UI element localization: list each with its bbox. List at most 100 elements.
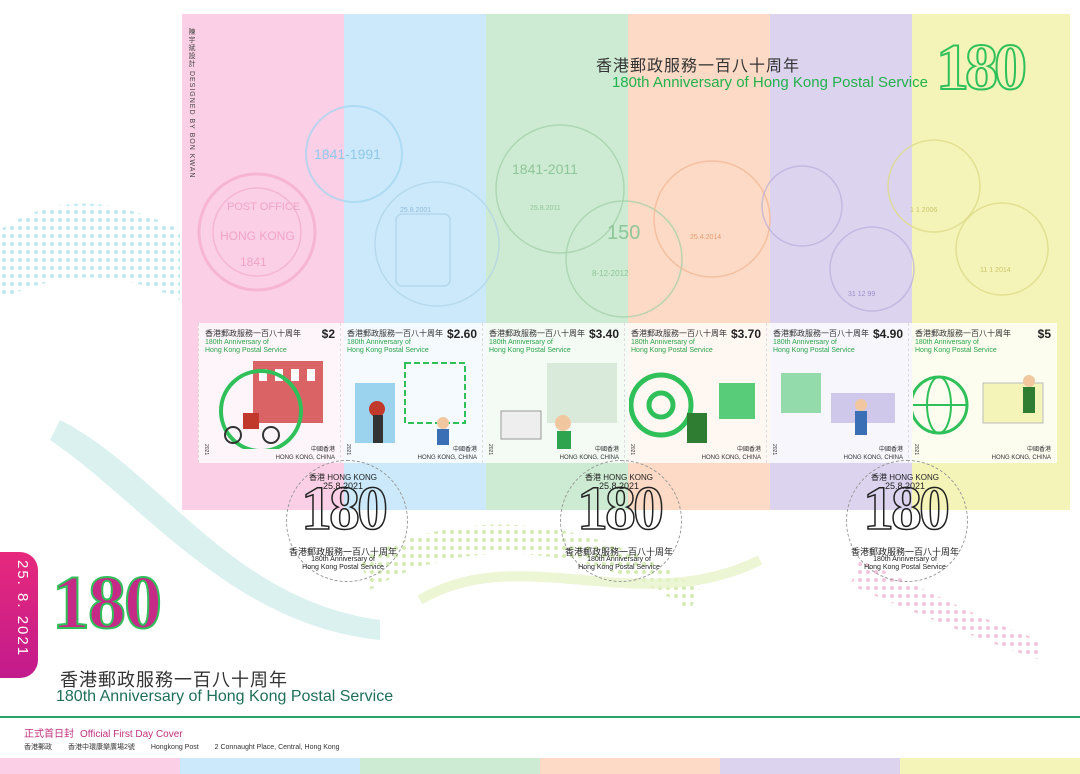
postmark-date: 25.8.2021 (598, 481, 640, 491)
postmark-ring (846, 460, 968, 582)
stamp-value: $3.40 (588, 327, 619, 341)
postmark-ring (560, 460, 682, 582)
stamp-footer-en: HONG KONG, CHINA (991, 455, 1051, 461)
stamp-footer-en: HONG KONG, CHINA (417, 455, 477, 461)
postmark-title-en-2: Hong Kong Postal Service (578, 564, 660, 571)
cover-title-en: 180th Anniversary of Hong Kong Postal Se… (56, 688, 394, 705)
footer-divider (0, 716, 1080, 718)
stamp-title-zh: 香港郵政服務一百八十周年 (347, 329, 443, 338)
bg-mark-hong-kong: HONG KONG (220, 229, 295, 243)
stamp-illustration-counter (781, 373, 895, 435)
footer-strip-orange (540, 758, 720, 774)
bg-mark-date-2006: 1 1 2006 (910, 207, 937, 214)
cover-title-zh: 香港郵政服務一百八十周年 (60, 670, 288, 690)
postmark-title-zh: 香港郵政服務一百八十周年 (850, 547, 959, 557)
stamp-value: $5 (1037, 327, 1051, 341)
address-line: 香港郵政 香港中環康樂廣場2號 Hongkong Post 2 Connaugh… (24, 742, 354, 752)
stamp-value: $2.60 (446, 327, 477, 341)
stamp-footer-zh: 中國香港 (452, 447, 477, 453)
stamp-title-zh: 香港郵政服務一百八十周年 (205, 329, 301, 338)
stamp-illustration-postbox (355, 362, 466, 445)
postmark-title-en-2: Hong Kong Postal Service (864, 564, 946, 571)
postmark-ring (286, 460, 408, 582)
date-tab (0, 552, 38, 678)
bg-mark-date-2014b: 11 1 2014 (980, 267, 1011, 274)
address-en: 2 Connaught Place, Central, Hong Kong (214, 744, 340, 751)
stamp-footer-zh: 中國香港 (736, 447, 761, 453)
stamp-year: 2021 (345, 443, 351, 455)
stamp-value: $2 (321, 327, 335, 341)
postmark-date: 25.8.2021 (884, 481, 926, 491)
fdc-label: 正式首日封 Official First Day Cover (24, 725, 183, 740)
stamp-year: 2021 (629, 443, 635, 455)
stamp-footer-zh: 中國香港 (310, 447, 335, 453)
footer-strip-green (360, 758, 540, 774)
postmark-title-en-1: 180th Anniversary of (311, 556, 375, 563)
bg-mark-date-99: 31 12 99 (848, 291, 875, 298)
footer-strip-pink (0, 758, 180, 774)
stamp-year: 2021 (203, 443, 209, 455)
sheet-title-en: 180th Anniversary of Hong Kong Postal Se… (611, 74, 928, 91)
bg-mark-150: 150 (607, 222, 640, 244)
stamp-footer-zh: 中國香港 (594, 447, 619, 453)
postmark-title-en-2: Hong Kong Postal Service (302, 564, 384, 571)
postmark-title-zh: 香港郵政服務一百八十周年 (288, 547, 397, 557)
postmark-date: 25.8.2021 (322, 481, 364, 491)
postmark-place: 香港 HONG KONG (308, 473, 377, 482)
bg-mark-date-2001: 25.8.2001 (400, 207, 431, 214)
footer-strip-purple (720, 758, 900, 774)
stamp-year: 2021 (487, 443, 493, 455)
fdc-label-zh: 正式首日封 (24, 729, 74, 740)
postmark-number: 180 (300, 474, 389, 544)
fdc-label-en: Official First Day Cover (80, 729, 183, 740)
bg-mark-date-2011: 25.8.2011 (530, 205, 561, 212)
bg-mark-post-office: POST OFFICE (227, 201, 300, 213)
historic-postmarks-graphic: POST OFFICE HONG KONG 1841 1841-1991 25.… (197, 105, 1049, 318)
sheet-logo-180: 180 (935, 30, 1028, 105)
stamp-footer-en: HONG KONG, CHINA (701, 455, 761, 461)
postmark-number: 180 (862, 474, 951, 544)
stamp-illustration-globe (913, 375, 1044, 435)
stamp-year: 2021 (771, 443, 777, 455)
bg-mark-1841-1991: 1841-1991 (314, 146, 381, 162)
stamp-footer-zh: 中國香港 (1026, 447, 1051, 453)
postmark-title-en-1: 180th Anniversary of (587, 556, 651, 563)
stamp-title-zh: 香港郵政服務一百八十周年 (489, 329, 585, 338)
address-org-en: Hongkong Post (150, 744, 199, 751)
postmark-place: 香港 HONG KONG (584, 473, 653, 482)
stamp-illustration-cyclist (219, 361, 323, 449)
sheet-title-zh: 香港郵政服務一百八十周年 (596, 58, 801, 75)
bg-mark-1841: 1841 (240, 255, 267, 269)
stamp-year: 2021 (913, 443, 919, 455)
stamp-value: $4.90 (872, 327, 903, 341)
postmark-title-en-1: 180th Anniversary of (873, 556, 937, 563)
postmark-title-zh: 香港郵政服務一百八十周年 (564, 547, 673, 557)
postmark-place: 香港 HONG KONG (870, 473, 939, 482)
bg-mark-date-2012: 8-12-2012 (592, 269, 629, 278)
bg-mark-date-2014: 25.4.2014 (690, 234, 721, 241)
footer-color-strip (0, 758, 1080, 774)
bg-mark-1841-2011: 1841-2011 (512, 161, 578, 177)
address-zh: 香港中環康樂廣場2號 (67, 744, 135, 751)
stamp-illustration-at-sign (629, 372, 755, 443)
footer-strip-blue (180, 758, 360, 774)
stamp-value: $3.70 (730, 327, 761, 341)
postmark-number: 180 (576, 474, 665, 544)
footer-strip-yellow (900, 758, 1080, 774)
designer-credit: 陳宇斌設計 DESIGNED BY BON KWAN (188, 28, 195, 179)
stamp-footer-zh: 中國香港 (878, 447, 903, 453)
issue-date: 25. 8. 2021 (14, 560, 31, 658)
stamp-title-zh: 香港郵政服務一百八十周年 (631, 329, 727, 338)
address-org-zh: 香港郵政 (24, 744, 52, 751)
